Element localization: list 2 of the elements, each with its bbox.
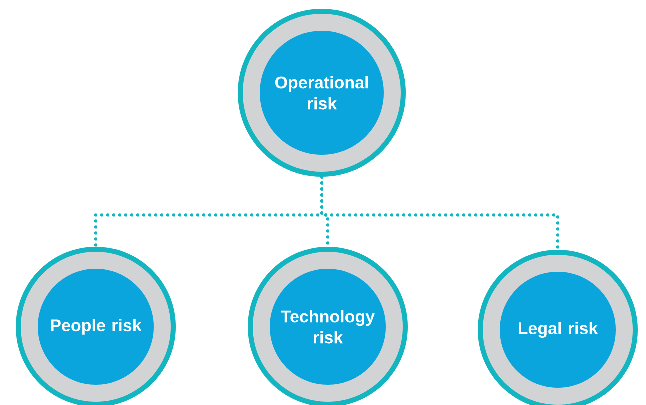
connector-line [320, 176, 560, 252]
circle-node: Operational risk [238, 9, 406, 177]
